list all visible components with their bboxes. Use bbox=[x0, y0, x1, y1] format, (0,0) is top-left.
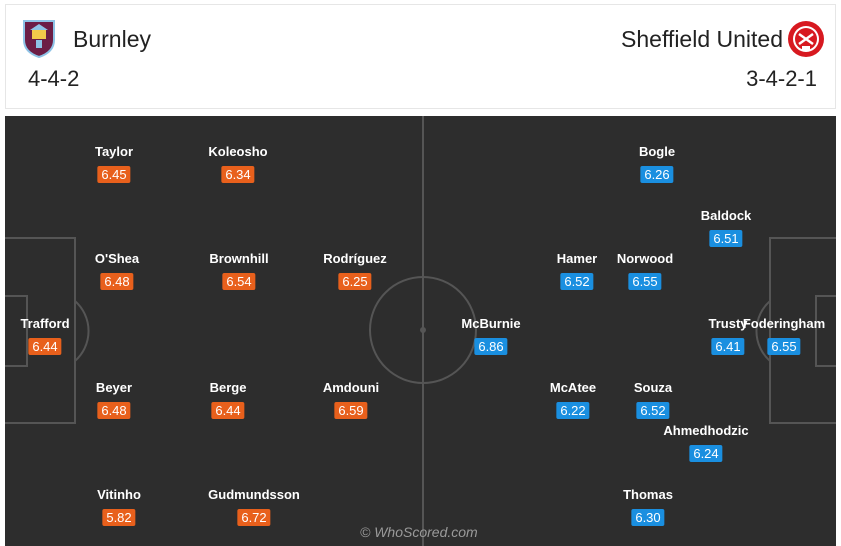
player-rating: 6.52 bbox=[636, 402, 670, 419]
player-name: Baldock bbox=[700, 208, 752, 223]
player-name: Brownhill bbox=[209, 251, 269, 266]
player-name: Vitinho bbox=[97, 487, 141, 502]
player-name: Berge bbox=[209, 380, 247, 395]
player-rating: 6.86 bbox=[474, 338, 508, 355]
player-rating: 6.41 bbox=[711, 338, 745, 355]
home-team-name[interactable]: Burnley bbox=[73, 26, 151, 52]
player-rating: 6.55 bbox=[628, 273, 662, 290]
player-rating: 6.24 bbox=[689, 445, 723, 462]
whoscored-watermark: © WhoScored.com bbox=[360, 524, 478, 540]
player-rating: 5.82 bbox=[102, 509, 136, 526]
player-name: Bogle bbox=[638, 144, 676, 159]
player-name: McBurnie bbox=[461, 316, 521, 331]
player-name: Gudmundsson bbox=[208, 487, 300, 502]
home-formation: 4-4-2 bbox=[28, 66, 80, 91]
away-team-name[interactable]: Sheffield United bbox=[621, 26, 783, 52]
player-name: Trafford bbox=[20, 316, 70, 331]
player-name: Souza bbox=[633, 380, 673, 395]
away-formation: 3-4-2-1 bbox=[746, 66, 817, 91]
player-name: Hamer bbox=[556, 251, 598, 266]
player-rating: 6.48 bbox=[97, 402, 131, 419]
pitch: Taylor 6.45 Koleosho 6.34 O'Shea 6.48 Br… bbox=[5, 116, 836, 546]
player-name: Trusty bbox=[708, 316, 748, 331]
player-rating: 6.51 bbox=[709, 230, 743, 247]
player-name: Taylor bbox=[94, 144, 134, 159]
player-rating: 6.22 bbox=[556, 402, 590, 419]
player-name: Norwood bbox=[616, 251, 674, 266]
player-rating: 6.59 bbox=[334, 402, 368, 419]
player-rating: 6.44 bbox=[211, 402, 245, 419]
player-rating: 6.30 bbox=[631, 509, 665, 526]
player-name: Foderingham bbox=[742, 316, 826, 331]
player-rating: 6.54 bbox=[222, 273, 256, 290]
player-rating: 6.34 bbox=[221, 166, 255, 183]
player-rating: 6.55 bbox=[767, 338, 801, 355]
player-rating: 6.45 bbox=[97, 166, 131, 183]
player-name: Amdouni bbox=[322, 380, 380, 395]
player-name: McAtee bbox=[549, 380, 597, 395]
player-name: O'Shea bbox=[94, 251, 140, 266]
player-rating: 6.26 bbox=[640, 166, 674, 183]
player-name: Koleosho bbox=[208, 144, 268, 159]
player-rating: 6.72 bbox=[237, 509, 271, 526]
sheffield-united-crest-icon bbox=[788, 21, 824, 57]
player-rating: 6.44 bbox=[28, 338, 62, 355]
burnley-crest-icon bbox=[23, 20, 55, 58]
player-name: Thomas bbox=[623, 487, 673, 502]
pitch-lines bbox=[5, 116, 836, 546]
player-name: Ahmedhodzic bbox=[663, 423, 749, 438]
player-rating: 6.25 bbox=[338, 273, 372, 290]
player-name: Rodríguez bbox=[323, 251, 387, 266]
player-name: Beyer bbox=[95, 380, 133, 395]
player-rating: 6.48 bbox=[100, 273, 134, 290]
player-rating: 6.52 bbox=[560, 273, 594, 290]
match-header: Burnley 4-4-2 Sheffield United 3-4-2-1 bbox=[5, 4, 836, 109]
